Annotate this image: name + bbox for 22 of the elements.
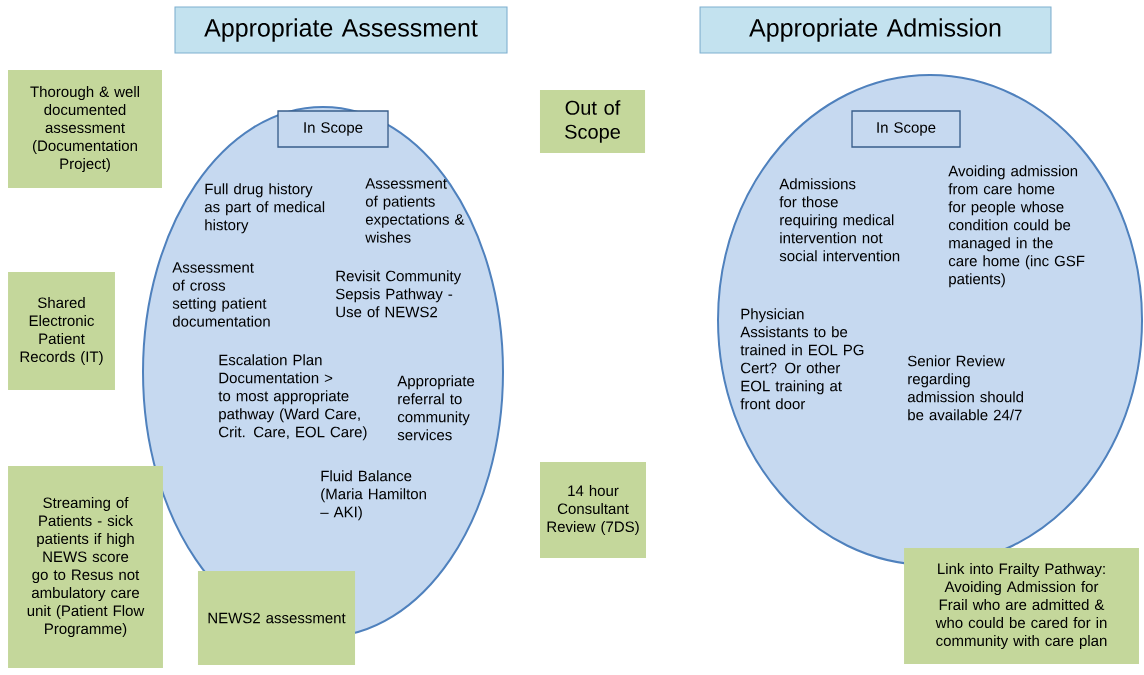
- note-box: Shared Electronic Patient Records (IT): [8, 272, 115, 390]
- note-box: NEWS2 assessment: [197, 571, 356, 665]
- scope-item-text: Appropriate referral to community services: [397, 375, 475, 441]
- scope-item-text: Fluid Balance (Maria Hamilton – AKI): [320, 470, 426, 521]
- note-box: Link into Frailty Pathway: Avoiding Admission for Frail who are admitted & who could be cared for in community with care plan: [904, 548, 1139, 664]
- scope-item-text: Escalation Plan Documentation > to most appropriate pathway (Ward Care, Crit. Care, EOL Care): [218, 354, 367, 441]
- scope-item-text: Full drug history as part of medical history: [204, 183, 325, 234]
- scope-item-text: Physician Assistants to be trained in EOL PG Cert? Or other EOL training at front door: [740, 308, 864, 410]
- note-box: Streaming of Patients - sick patients if high NEWS score go to Resus not ambulatory care unit (Patient Flow Programme): [8, 466, 163, 668]
- scope-item-text: Admissions for those requiring medical intervention not social intervention: [779, 178, 900, 262]
- note-box: Out of Scope: [540, 90, 646, 153]
- note-box: Thorough & well documented assessment (Documentation Project): [8, 70, 162, 188]
- scope-item-text: Avoiding admission from care home for people whose condition could be managed in the care home (inc GSF patients): [948, 165, 1085, 288]
- scope-item-text: Assessment of patients expectations & wishes: [365, 178, 465, 243]
- in-scope-box: In Scope: [851, 110, 961, 148]
- in-scope-box: In Scope: [277, 110, 389, 148]
- scope-item-text: Revisit Community Sepsis Pathway - Use of NEWS2: [335, 270, 462, 318]
- scope-item-text: Senior Review regarding admission should be available 24/7: [907, 355, 1023, 421]
- scope-item-text: Assessment of cross setting patient documentation: [172, 262, 270, 327]
- note-box: 14 hour Consultant Review (7DS): [540, 462, 646, 558]
- title-box: Appropriate Assessment: [174, 6, 508, 54]
- title-box: Appropriate Admission: [699, 6, 1052, 54]
